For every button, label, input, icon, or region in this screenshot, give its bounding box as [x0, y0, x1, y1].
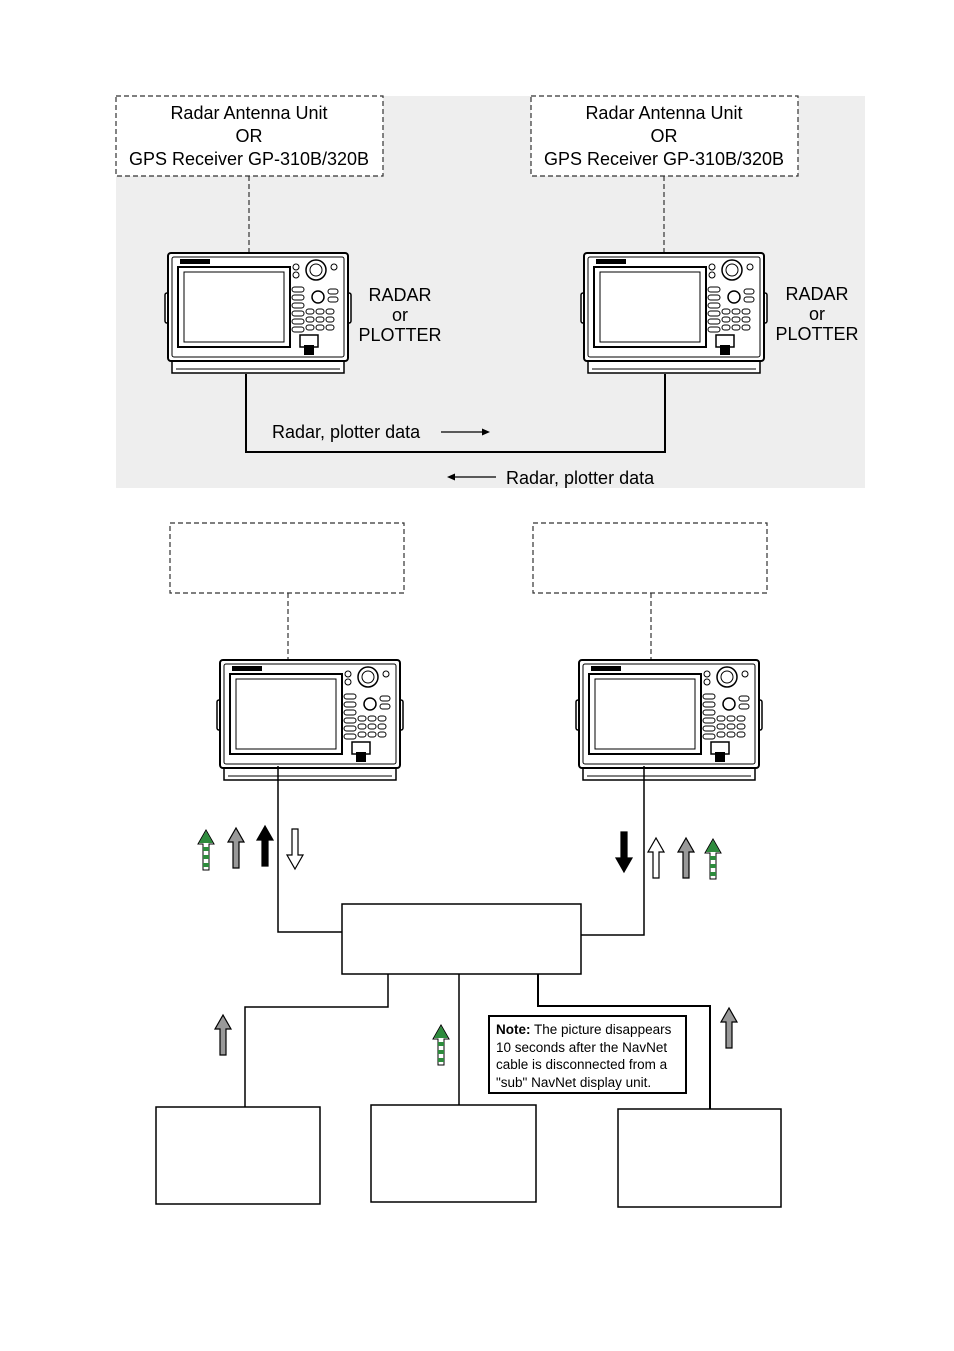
- top-left-display-unit-icon: [164, 252, 352, 374]
- arrow-up-gray-icon: [677, 837, 695, 879]
- right-arrow-group: [615, 831, 722, 880]
- left-display-cable: [277, 766, 342, 933]
- arrow-right-icon: [441, 428, 490, 436]
- bottom-right-source-box: [532, 522, 768, 594]
- arrow-up-gray-icon: [227, 827, 245, 869]
- left-source-line1: Radar Antenna Unit: [170, 103, 327, 123]
- arrow-left-icon: [447, 473, 496, 481]
- note-box: Note: The picture disappears 10 seconds …: [488, 1015, 687, 1094]
- right-display-label-line2: or: [809, 304, 825, 324]
- note-heading: Note:: [496, 1022, 531, 1037]
- bottom-right-display-unit-icon: [575, 659, 763, 781]
- arrow-up-green-striped-icon: [704, 838, 722, 880]
- data-label-left: Radar, plotter data: [506, 468, 655, 488]
- left-display-label-line3: PLOTTER: [358, 325, 441, 345]
- arrow-up-gray-icon: [214, 1014, 232, 1056]
- cable-to-left-device: [244, 974, 389, 1107]
- top-right-display-unit-icon: [580, 252, 768, 374]
- arrow-up-white-icon: [647, 837, 665, 879]
- note-text: The picture disappears 10 seconds after …: [496, 1022, 672, 1090]
- arrow-down-white-icon: [286, 828, 304, 870]
- right-source-line1: Radar Antenna Unit: [585, 103, 742, 123]
- right-source-box: Radar Antenna Unit OR GPS Receiver GP-31…: [530, 95, 799, 177]
- left-source-line2: OR: [236, 126, 263, 146]
- bottom-right-device-box: [617, 1108, 782, 1208]
- bottom-left-source-box: [169, 522, 405, 594]
- bottom-left-device-box: [155, 1106, 321, 1205]
- right-display-cable: [581, 766, 645, 936]
- right-display-label-line3: PLOTTER: [775, 324, 858, 344]
- right-source-line3: GPS Receiver GP-310B/320B: [544, 149, 784, 169]
- left-display-label-line2: or: [392, 305, 408, 325]
- arrow-up-gray-icon: [720, 1007, 738, 1049]
- left-source-line3: GPS Receiver GP-310B/320B: [129, 149, 369, 169]
- left-arrow-group: [197, 825, 304, 871]
- left-display-label-line1: RADAR: [368, 285, 431, 305]
- left-display-label: RADAR or PLOTTER: [358, 285, 441, 345]
- right-source-line2: OR: [651, 126, 678, 146]
- cable-to-right-device: [537, 974, 711, 1109]
- bottom-center-device-box: [370, 1104, 537, 1203]
- right-display-label-line1: RADAR: [785, 284, 848, 304]
- left-source-box: Radar Antenna Unit OR GPS Receiver GP-31…: [115, 95, 384, 177]
- arrow-up-green-striped-icon: [197, 829, 215, 871]
- bottom-left-display-unit-icon: [216, 659, 404, 781]
- data-label-right: Radar, plotter data: [272, 422, 421, 442]
- top-navnet-cable: [245, 374, 666, 453]
- arrow-up-black-icon: [256, 825, 274, 867]
- arrow-down-black-icon: [615, 831, 633, 873]
- hub-box: [341, 903, 582, 975]
- right-display-label: RADAR or PLOTTER: [775, 284, 858, 344]
- arrow-up-green-striped-icon: [432, 1024, 450, 1066]
